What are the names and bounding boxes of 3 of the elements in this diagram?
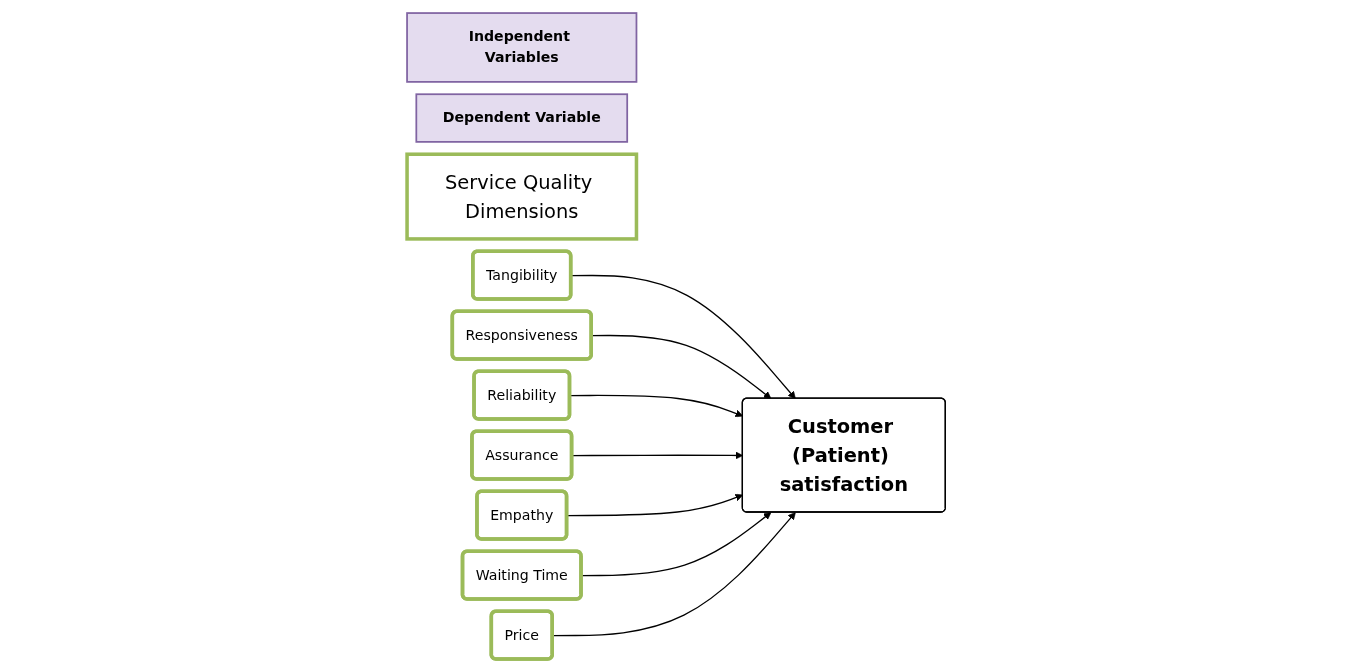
node-box: Dependent Variable [415,92,629,143]
node-box: Service Quality Dimensions [405,151,639,241]
node-box: Independent Variables [406,11,638,83]
